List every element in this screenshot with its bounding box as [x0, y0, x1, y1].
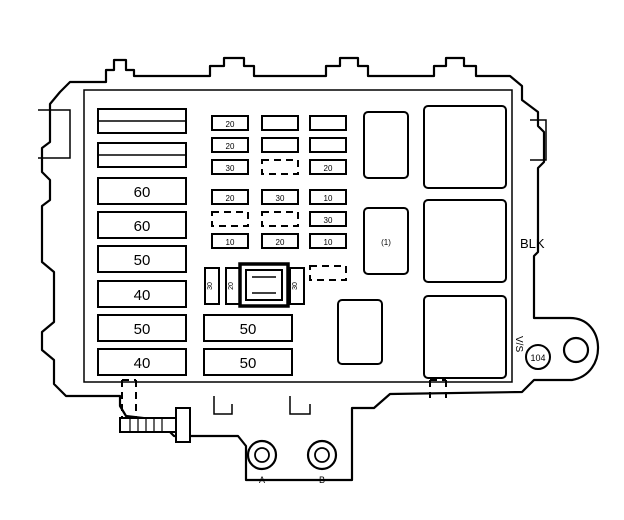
mini-fuse-r3c1-label: 30 [226, 164, 235, 173]
side-fuse-left-inner: 20 [225, 267, 241, 305]
connector-slot-right [429, 379, 447, 398]
mini-fuse-r6c1: 10 [211, 233, 249, 249]
mini-fuse-r3c1: 30 [211, 159, 249, 175]
side-fuse-left-inner-label: 20 [228, 282, 235, 290]
maxi-fuse-middle-2-label: 50 [240, 355, 257, 372]
terminal-a: A [246, 439, 278, 485]
housing-outline [38, 56, 600, 482]
relay-small-low [337, 299, 383, 365]
mini-fuse-r2c1-label: 20 [226, 142, 235, 151]
mini-fuse-r5c2-empty [261, 211, 299, 227]
connector-slot-left [121, 379, 137, 420]
mini-fuse-r5c1-empty [211, 211, 249, 227]
mini-fuse-r4c3: 10 [309, 189, 347, 205]
blk-label: BLK [520, 236, 545, 251]
terminal-b: B [306, 439, 338, 485]
stud-104: 104 [525, 344, 551, 370]
maxi-fuse-left-2-label: 60 [134, 218, 151, 235]
maxi-fuse-left-6: 40 [97, 348, 187, 376]
mini-fuse-r4c3-label: 10 [324, 194, 333, 203]
mini-fuse-r6c2: 20 [261, 233, 299, 249]
mini-fuse-r4c1-label: 20 [226, 194, 235, 203]
maxi-fuse-left-4-label: 40 [134, 287, 151, 304]
relay-small-top [363, 111, 409, 179]
stud-104-label: 104 [530, 353, 545, 363]
maxi-fuse-middle-1-label: 50 [240, 321, 257, 338]
mini-fuse-r1c1-label: 20 [226, 120, 235, 129]
maxi-fuse-left-3: 50 [97, 245, 187, 273]
mini-fuse-r7c3-empty [309, 265, 347, 281]
maxi-fuse-left-5-label: 50 [134, 321, 151, 338]
maxi-fuse-left-1: 60 [97, 177, 187, 205]
relay-large-low [423, 295, 507, 379]
maxi-fuse-left-3-label: 50 [134, 252, 151, 269]
side-fuse-right-label: 30 [292, 282, 299, 290]
mini-fuse-r1c2 [261, 115, 299, 131]
maxi-fuse-middle-2: 50 [203, 348, 293, 376]
mini-fuse-r6c2-label: 20 [276, 238, 285, 247]
relay-large-mid [423, 199, 507, 283]
bottom-latches [213, 396, 311, 415]
maxi-fuse-left-4: 40 [97, 280, 187, 308]
terminal-b-label: B [319, 475, 325, 485]
mini-fuse-r3c3: 20 [309, 159, 347, 175]
maxi-fuse-left-6-label: 40 [134, 355, 151, 372]
mini-fuse-r5c3: 30 [309, 211, 347, 227]
mini-fuse-r4c2-label: 30 [276, 194, 285, 203]
mini-fuse-r2c2 [261, 137, 299, 153]
mini-fuse-r6c3: 10 [309, 233, 347, 249]
mini-fuse-r1c1: 20 [211, 115, 249, 131]
mini-fuse-r5c3-label: 30 [324, 216, 333, 225]
maxi-fuse-left-1-label: 60 [134, 184, 151, 201]
maxi-fuse-left-5: 50 [97, 314, 187, 342]
relay-small-mid: (1) [363, 207, 409, 275]
side-fuse-right: 30 [289, 267, 305, 305]
maxi-fuse-blank-1 [97, 108, 187, 134]
mini-fuse-r6c3-label: 10 [324, 238, 333, 247]
center-relay [238, 262, 290, 308]
mini-fuse-r1c3 [309, 115, 347, 131]
mini-fuse-r6c1-label: 10 [226, 238, 235, 247]
mini-fuse-r2c3 [309, 137, 347, 153]
mini-fuse-r3c3-label: 20 [324, 164, 333, 173]
relay-large-top [423, 105, 507, 189]
relay-small-mid-label: (1) [381, 238, 391, 247]
vs-label: V/S [513, 336, 524, 352]
bolt-icon [119, 407, 191, 443]
mini-fuse-grid: 20 20 30 20 20 30 10 [211, 115, 347, 281]
maxi-fuse-left-2: 60 [97, 211, 187, 239]
terminal-a-label: A [259, 475, 265, 485]
mini-fuse-r2c1: 20 [211, 137, 249, 153]
side-fuse-left-outer-label: 30 [207, 282, 214, 290]
mini-fuse-r4c1: 20 [211, 189, 249, 205]
maxi-fuse-middle-1: 50 [203, 314, 293, 342]
mini-fuse-r3c2-empty [261, 159, 299, 175]
mini-fuse-r4c2: 30 [261, 189, 299, 205]
maxi-fuse-blank-2 [97, 142, 187, 168]
side-fuse-left-outer: 30 [204, 267, 220, 305]
